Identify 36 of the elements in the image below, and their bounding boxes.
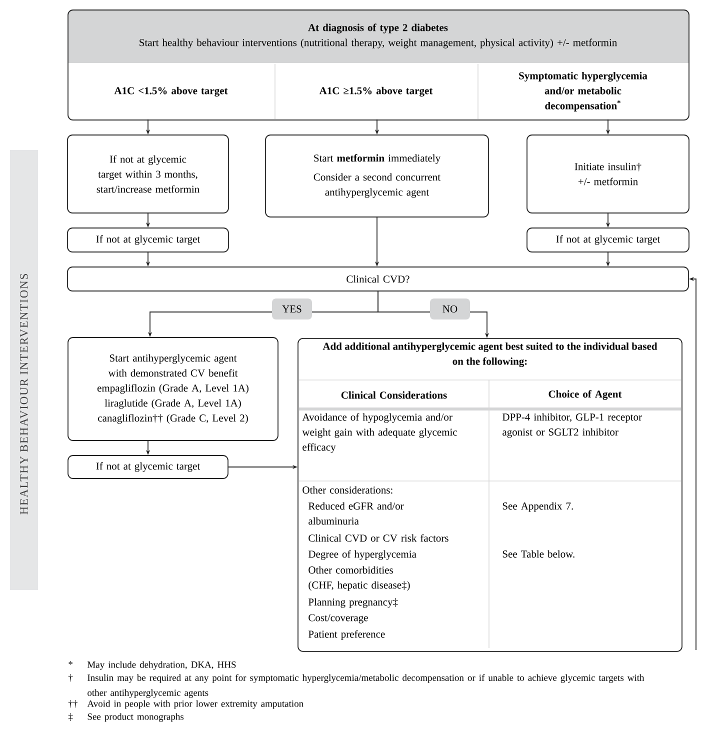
table-cell: See Table below.	[502, 550, 574, 558]
edge-label: YES	[272, 298, 312, 320]
footnote-symbol: ‡	[68, 713, 73, 721]
table-cell: Clinical CVD or CV risk factors	[308, 534, 448, 542]
table-cell: Other comorbidities (CHF, hepatic disease‡)	[308, 566, 410, 591]
process-box: If not at glycemic target	[68, 455, 228, 479]
process-box: Start metformin immediately Consider a second concurrent antihyperglycemic agent	[265, 134, 489, 218]
footnote-text: Insulin may be required at any point for symptomatic hyperglycemia/metabolic decompensation or if unable to achieve glycemic targets with other antihyperglycemic agents	[88, 674, 644, 698]
table-cell: Planning pregnancy‡	[308, 598, 398, 608]
footnote-symbol: †	[68, 674, 73, 682]
process-box: If not at glycemic target	[526, 228, 690, 252]
footnote-text: May include dehydration, DKA, HHS	[87, 661, 236, 670]
footnote-symbol: *	[68, 661, 72, 665]
table-cell: Other considerations:	[302, 486, 392, 494]
table-cell: Avoidance of hypoglycemia and/or weight gain with adequate glycemic efficacy	[302, 413, 457, 453]
side-band: HEALTHY BEHAVIOUR INTERVENTIONS	[10, 150, 38, 590]
process-box: If not at glycemic target within 3 months, start/increase metformin	[67, 134, 229, 214]
table-cell: Cost/coverage	[308, 614, 368, 624]
table-cell: Degree of hyperglycemia	[308, 550, 416, 560]
table-cell: Clinical Considerations	[341, 391, 447, 399]
column-heading: Symptomatic hyperglycemia and/or metabolic decompensation$^{*}$	[519, 72, 648, 112]
decision-box: Clinical CVD?	[67, 266, 689, 292]
table-cell: Choice of Agent	[548, 390, 622, 400]
process-box: Initiate insulin† +/- metformin	[526, 134, 690, 214]
footnote-symbol: ††	[68, 700, 78, 708]
process-box: Start antihyperglycemic agent with demonstrated CV benefit empagliflozin (Grade A, Level 1A) liraglutide (Grade A, Level 1A) canagliflozin†† (Grade C, Level 2)	[68, 337, 278, 441]
table-cell: Patient preference	[308, 630, 385, 640]
table-cell: Reduced eGFR and/or albuminuria	[308, 502, 404, 525]
process-box: If not at glycemic target	[67, 228, 229, 252]
table-cell: DPP-4 inhibitor, GLP-1 receptor agonist or SGLT2 inhibitor	[502, 413, 642, 438]
table-cell: See Appendix 7.	[502, 502, 573, 512]
column-heading: A1C <1.5% above target	[114, 86, 228, 96]
edge-label: NO	[430, 298, 470, 320]
footnote-text: Avoid in people with prior lower extremity amputation	[87, 700, 304, 709]
column-heading: A1C ≥1.5% above target	[319, 86, 433, 96]
footnote-text: See product monographs	[88, 713, 184, 722]
